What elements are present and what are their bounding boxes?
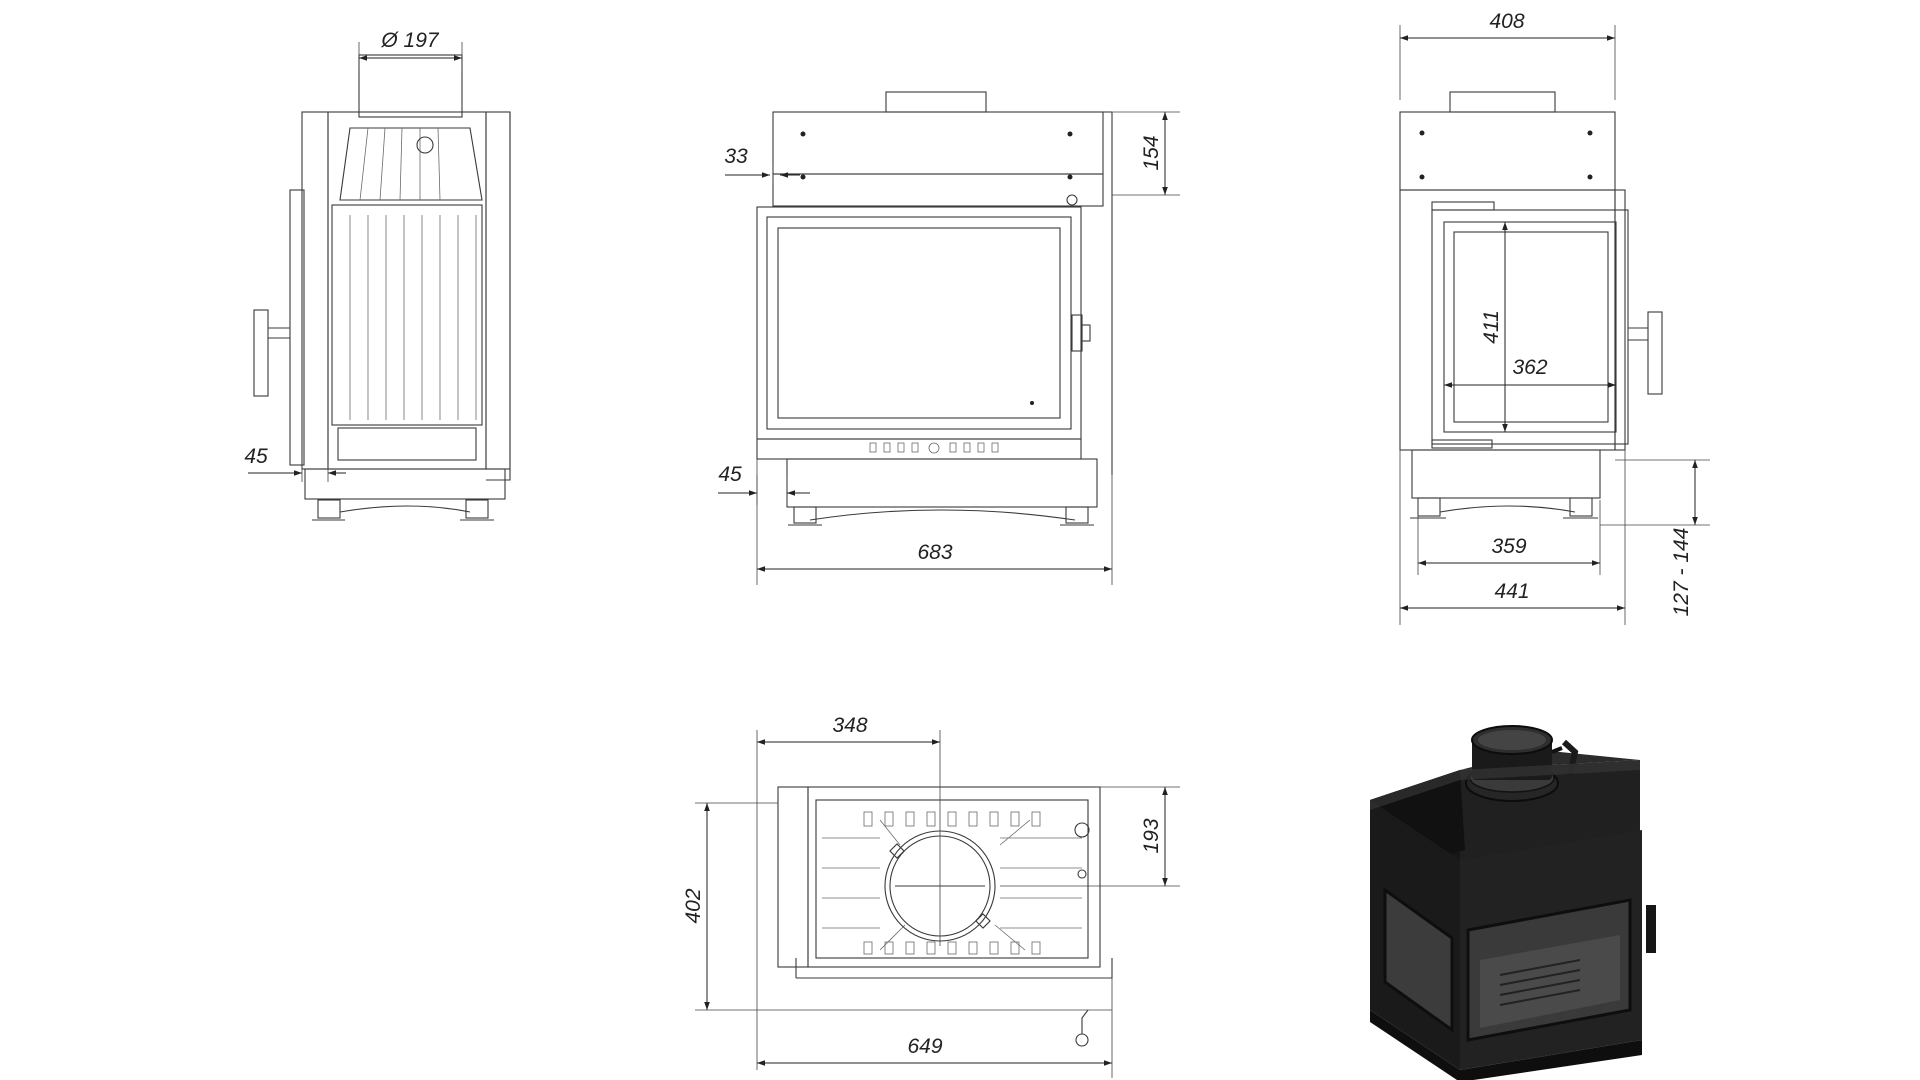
- side-view-left: [253, 54, 511, 521]
- flue-x-label: 348: [832, 714, 867, 737]
- flue-diameter-label: Ø 197: [380, 29, 440, 52]
- top-width-label: 649: [907, 1035, 942, 1058]
- depth-label: 441: [1494, 580, 1529, 603]
- glass-height-label: 411: [1480, 310, 1503, 343]
- dim-front-bottom-offset: 45: [718, 463, 810, 505]
- render-grate: [1499, 959, 1581, 1006]
- front-width-label: 683: [917, 541, 952, 564]
- front-vent-slots: [869, 442, 999, 454]
- dim-flue-y: 193: [1000, 786, 1180, 887]
- glass-width-label: 362: [1512, 356, 1547, 379]
- dim-right-top-width: 408: [1399, 10, 1616, 100]
- dim-top-width: 649: [757, 978, 1113, 1078]
- base-width-label: 359: [1491, 535, 1526, 558]
- front-top-height-label: 154: [1140, 135, 1163, 170]
- front-top-offset-label: 33: [724, 145, 748, 168]
- front-view: [756, 91, 1113, 526]
- side-view-right: [1399, 91, 1663, 519]
- dim-flue-x: 348: [756, 714, 941, 1070]
- dim-front-top-offset: 33: [724, 145, 800, 185]
- dim-flue-diameter: Ø 197: [358, 29, 463, 70]
- top-grate-teeth: [863, 811, 1041, 955]
- dim-depth: 441: [1399, 450, 1626, 625]
- front-bottom-offset-label: 45: [718, 463, 742, 486]
- dim-top-depth: 402: [682, 802, 1112, 1011]
- dim-base-width: 359: [1417, 500, 1601, 575]
- dim-front-width: 683: [756, 459, 1113, 585]
- top-view: [777, 786, 1113, 1047]
- dim-glass-width: 362: [1444, 356, 1616, 388]
- dim-leg-range: 127 - 144: [1600, 459, 1710, 617]
- right-top-width-label: 408: [1489, 10, 1524, 33]
- leg-range-label: 127 - 144: [1670, 528, 1693, 617]
- top-depth-label: 402: [682, 888, 705, 923]
- dim-glass-height: 411: [1480, 222, 1508, 432]
- fireplace-3d-render: [1370, 725, 1656, 1080]
- flue-y-label: 193: [1140, 818, 1163, 853]
- side-offset-label: 45: [244, 445, 268, 468]
- dim-side-offset: 45: [244, 445, 346, 482]
- dim-front-top-height: 154: [1103, 111, 1180, 196]
